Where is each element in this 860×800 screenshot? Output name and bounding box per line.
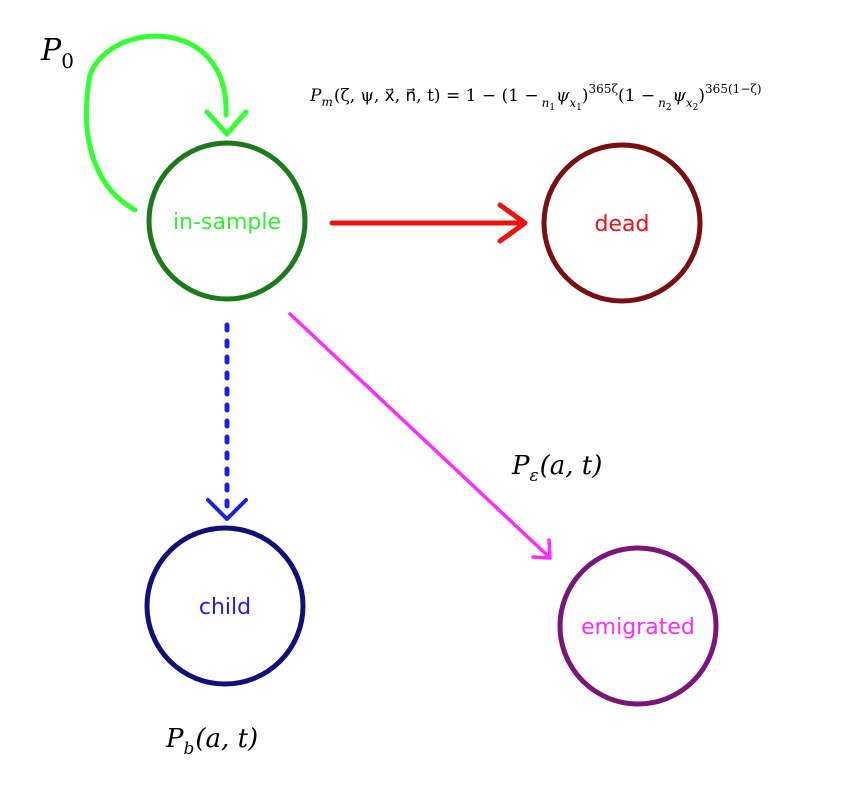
pe-sub: ε bbox=[530, 466, 539, 486]
emigration-arrow bbox=[288, 312, 550, 558]
node-dead: dead bbox=[541, 142, 703, 304]
birth-arrowhead bbox=[206, 498, 248, 521]
node-in-sample-label: in-sample bbox=[173, 210, 281, 235]
pb-main: P bbox=[165, 724, 184, 754]
p0-label: P0 bbox=[40, 33, 74, 73]
pb-label: Pb(a, t) bbox=[165, 724, 258, 759]
self-loop-arrowhead bbox=[204, 109, 249, 137]
pm-psi2: ψ bbox=[673, 86, 687, 106]
self-loop-arrow bbox=[83, 33, 229, 213]
pm-exp1: 365ζ bbox=[589, 82, 619, 96]
node-child-label: child bbox=[199, 595, 251, 620]
p0-main: P bbox=[40, 33, 62, 68]
pm-n2: n bbox=[658, 96, 666, 110]
death-arrowhead bbox=[497, 202, 528, 244]
pm-main: P bbox=[309, 86, 322, 106]
pb-args: (a, t) bbox=[195, 724, 258, 754]
pm-x2-sub: 2 bbox=[693, 103, 699, 113]
pm-n1-sub: 1 bbox=[549, 103, 555, 113]
pm-x1: x bbox=[569, 96, 576, 110]
pm-n1: n bbox=[542, 96, 550, 110]
pb-sub: b bbox=[184, 739, 195, 759]
node-dead-label: dead bbox=[595, 212, 650, 237]
node-emigrated: emigrated bbox=[557, 545, 719, 707]
node-child: child bbox=[144, 525, 306, 687]
emigration-arrowhead bbox=[531, 538, 552, 560]
pm-formula: Pm(ζ, ψ, x⃗, n⃗, t) = 1 − (1 −n1ψx1)365ζ… bbox=[309, 82, 762, 113]
pe-args: (a, t) bbox=[540, 451, 603, 481]
pe-main: P bbox=[511, 451, 530, 481]
node-in-sample: in-sample bbox=[146, 140, 308, 302]
pm-x2: x bbox=[686, 96, 693, 110]
pm-sub: m bbox=[321, 95, 332, 109]
p0-sub: 0 bbox=[61, 49, 74, 73]
pm-exp2: 365(1−ζ) bbox=[705, 82, 761, 96]
pe-label: Pε(a, t) bbox=[511, 451, 602, 486]
pm-close1: ) bbox=[582, 86, 589, 106]
pm-psi1: ψ bbox=[556, 86, 570, 106]
node-emigrated-label: emigrated bbox=[581, 615, 695, 640]
pm-close2: ) bbox=[698, 86, 705, 106]
pm-args: (ζ, ψ, x⃗, n⃗, t) = 1 − (1 − bbox=[334, 86, 539, 106]
pm-x1-sub: 1 bbox=[576, 103, 582, 113]
pm-mid: (1 − bbox=[618, 86, 655, 106]
pm-n2-sub: 2 bbox=[666, 103, 672, 113]
